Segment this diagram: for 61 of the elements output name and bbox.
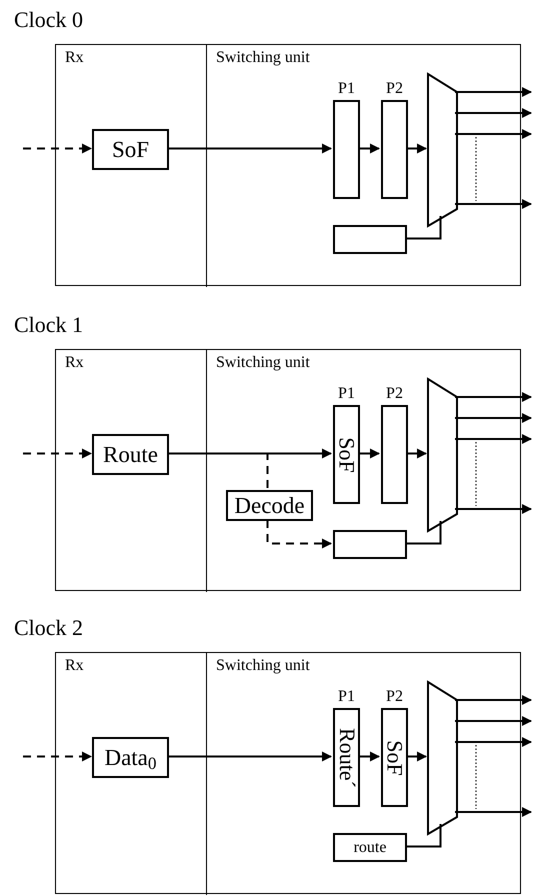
arrow — [455, 434, 532, 444]
decode-box — [226, 490, 313, 521]
stage-label: P2 — [386, 386, 403, 402]
region-label: Switching unit — [216, 50, 310, 66]
box-label: Route — [103, 443, 158, 466]
box-label: Data$_{0}$ — [104, 746, 157, 769]
routing-control-box — [333, 833, 407, 862]
region-label: Rx — [65, 658, 84, 674]
connector-line — [168, 452, 268, 489]
arrow — [406, 448, 427, 458]
stage-label: P2 — [386, 689, 403, 705]
stage-label: P2 — [386, 81, 403, 97]
arrow — [455, 87, 532, 97]
arrow — [23, 144, 92, 154]
arrow — [455, 108, 532, 118]
routing-control-box — [333, 530, 407, 559]
connector-line — [405, 521, 442, 544]
stage-label: P1 — [338, 689, 355, 705]
arrow — [455, 716, 532, 726]
multiplexer-trapezoid — [428, 379, 457, 531]
stage-label: P1 — [338, 386, 355, 402]
register-content: SoF — [336, 436, 358, 472]
arrow — [406, 752, 427, 762]
region-label: Switching unit — [216, 658, 310, 674]
arrow — [455, 504, 532, 514]
stage-label: P1 — [338, 81, 355, 97]
arrow — [358, 752, 380, 762]
stage-heading: Clock 2 — [14, 617, 84, 639]
box-label: SoF — [112, 138, 150, 161]
arrow — [358, 448, 380, 458]
stage-heading: Clock 0 — [14, 9, 84, 31]
arrow — [455, 695, 532, 705]
arrow — [455, 807, 532, 817]
region-label: Rx — [65, 355, 84, 371]
arrow — [358, 144, 380, 154]
arrow — [168, 144, 332, 154]
multiplexer-trapezoid — [428, 74, 457, 226]
region-label: Switching unit — [216, 355, 310, 371]
arrow — [23, 448, 92, 458]
arrow — [455, 199, 532, 209]
arrow — [23, 752, 92, 762]
arrow — [455, 737, 532, 747]
arrow — [455, 392, 532, 402]
arrow — [455, 413, 532, 423]
receive-buffer-box — [92, 434, 169, 475]
arrow — [406, 144, 427, 154]
connector-line — [405, 824, 442, 848]
receive-buffer-box — [92, 737, 169, 778]
box-label: route — [354, 840, 386, 856]
stage-heading: Clock 1 — [14, 314, 84, 336]
register-content: SoF — [384, 740, 406, 776]
arrow — [455, 129, 532, 139]
multiplexer-trapezoid — [428, 682, 457, 834]
routing-control-box — [333, 225, 407, 254]
connector-line — [405, 216, 442, 240]
register-content: Route´ — [336, 728, 358, 788]
region-label: Rx — [65, 50, 84, 66]
box-label: Decode — [234, 494, 305, 517]
arrow — [168, 752, 332, 762]
receive-buffer-box — [92, 129, 169, 170]
arrow — [266, 520, 332, 548]
